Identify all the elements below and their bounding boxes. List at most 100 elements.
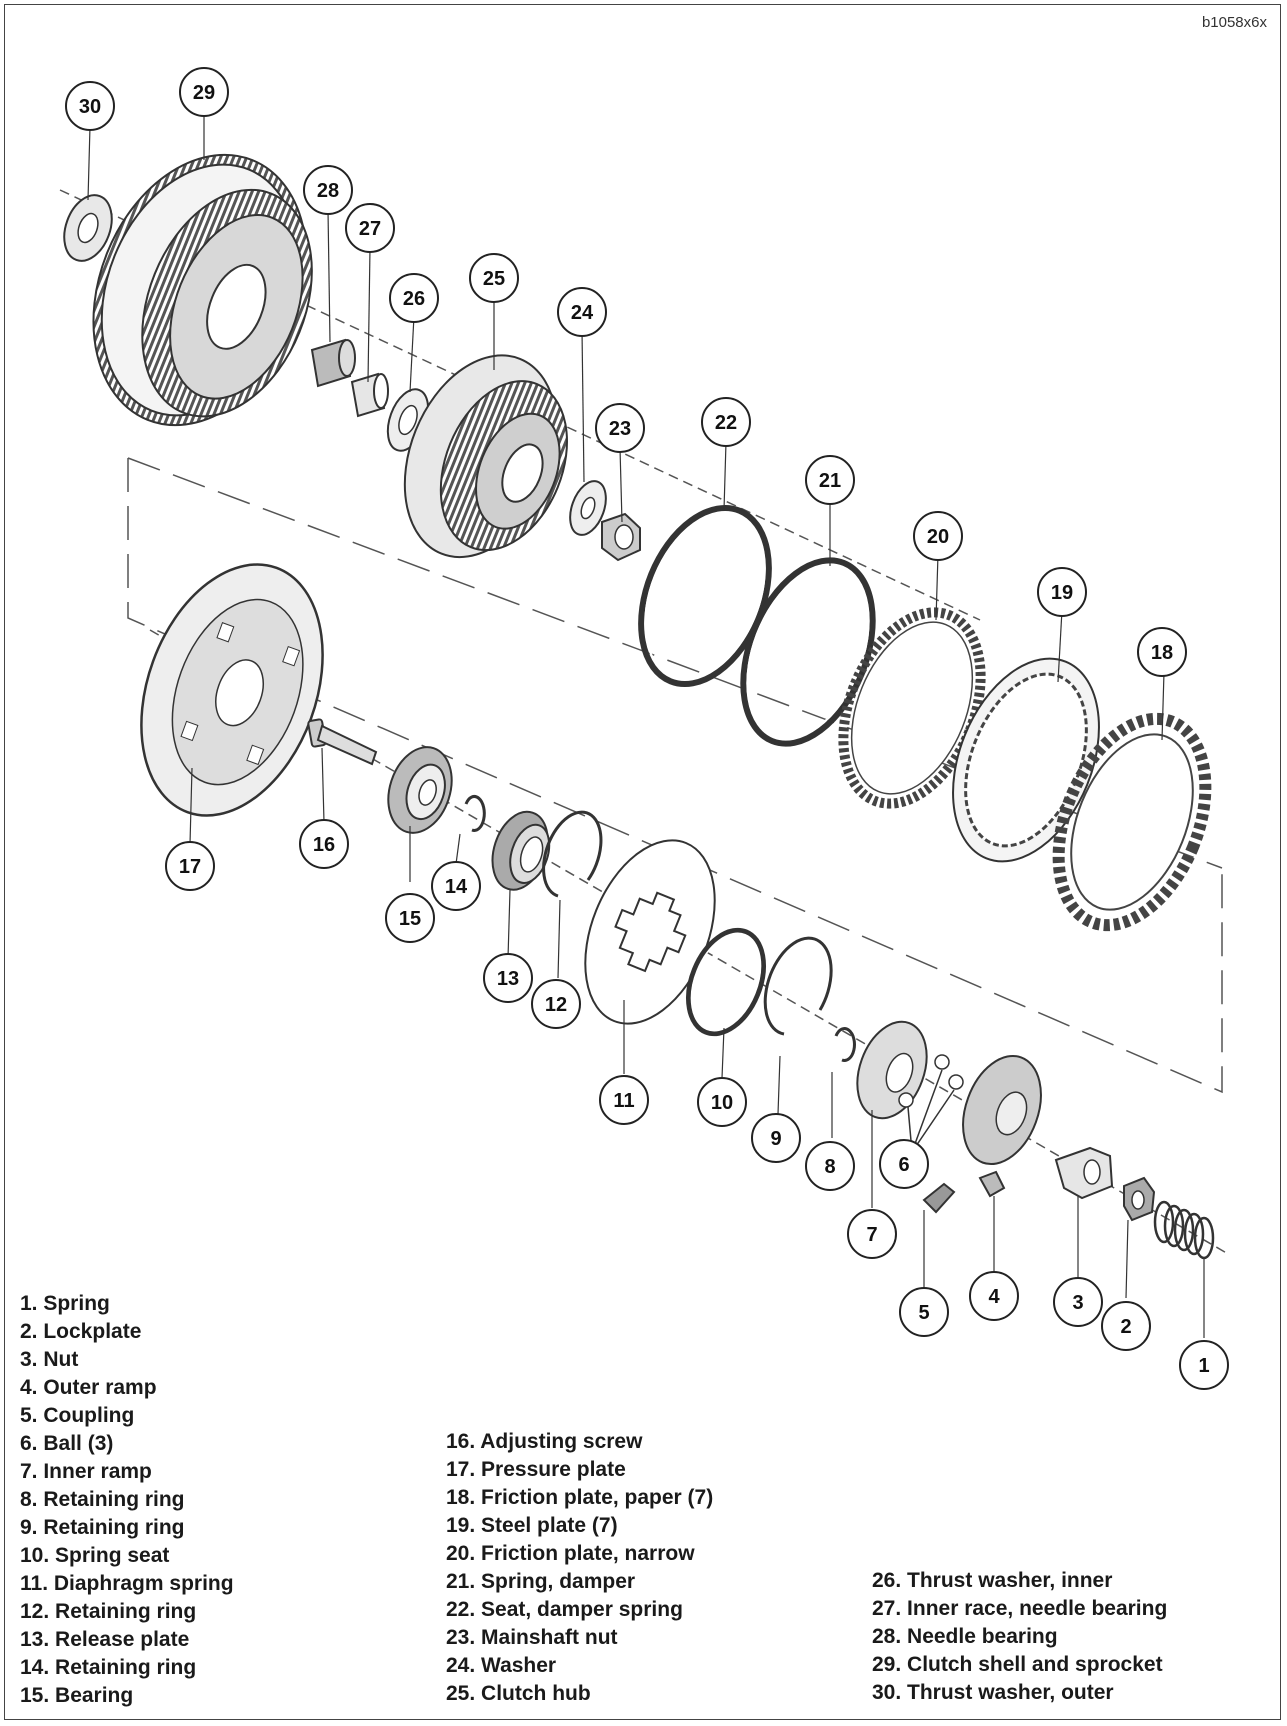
callout-number: 5 (918, 1302, 929, 1324)
part-inner-race (350, 372, 389, 418)
callout-4: 4 (969, 1271, 1019, 1321)
legend-column-3: 26. Thrust washer, inner 27. Inner race,… (872, 1567, 1167, 1707)
callout-number: 8 (824, 1156, 835, 1178)
legend-item: 6. Ball (3) (20, 1432, 114, 1455)
callout-23: 23 (595, 403, 645, 453)
part-needle-bearing (310, 338, 356, 388)
part-retaining-ring-9 (763, 936, 833, 1036)
legend-item: 24. Washer (446, 1654, 557, 1677)
legend-item: 18. Friction plate, paper (7) (446, 1486, 714, 1509)
legend-column-2: 16. Adjusting screw 17. Pressure plate 1… (446, 1428, 713, 1708)
part-retaining-ring-8 (834, 1027, 856, 1062)
callout-number: 28 (317, 180, 339, 202)
callout-number: 15 (399, 908, 421, 930)
legend-item: 14. Retaining ring (20, 1656, 197, 1679)
legend-item: 27. Inner race, needle bearing (872, 1597, 1168, 1620)
callout-30: 30 (65, 81, 115, 131)
part-pressure-plate (140, 563, 324, 817)
callout-number: 7 (866, 1224, 877, 1246)
legend-column-1: 1. Spring 2. Lockplate 3. Nut 4. Outer r… (20, 1290, 234, 1710)
part-coupling (922, 1182, 956, 1214)
callout-number: 23 (609, 418, 631, 440)
part-seat-damper-spring (638, 504, 772, 688)
legend-item: 26. Thrust washer, inner (872, 1569, 1113, 1592)
callout-leader-lines (87, 112, 1205, 1338)
legend-item: 28. Needle bearing (872, 1625, 1058, 1648)
legend-item: 5. Coupling (20, 1404, 135, 1427)
legend-item: 30. Thrust washer, outer (872, 1681, 1114, 1704)
legend-item: 25. Clutch hub (446, 1682, 591, 1705)
legend-item: 21. Spring, damper (446, 1570, 636, 1593)
callout-number: 21 (819, 470, 841, 492)
callout-13: 13 (483, 953, 533, 1003)
callout-10: 10 (697, 1077, 747, 1127)
legend-item: 10. Spring seat (20, 1544, 170, 1567)
callout-number: 29 (193, 82, 215, 104)
callout-1: 1 (1179, 1340, 1229, 1390)
part-adjusting-screw (307, 718, 378, 766)
callout-21: 21 (805, 455, 855, 505)
legend-item: 1. Spring (20, 1292, 110, 1315)
part-friction-plate-paper (1052, 712, 1212, 932)
part-spring-seat (686, 927, 766, 1037)
callout-number: 6 (898, 1154, 909, 1176)
legend-item: 9. Retaining ring (20, 1516, 185, 1539)
legend-item: 29. Clutch shell and sprocket (872, 1653, 1163, 1676)
callout-29: 29 (179, 67, 229, 117)
callout-22: 22 (701, 397, 751, 447)
part-inner-ramp (856, 1020, 928, 1120)
legend-item: 22. Seat, damper spring (446, 1598, 683, 1621)
legend-item: 16. Adjusting screw (446, 1430, 643, 1453)
part-clutch-shell-sprocket (92, 153, 313, 427)
legend-item: 4. Outer ramp (20, 1376, 157, 1399)
part-spring (1153, 1200, 1215, 1260)
callout-24: 24 (557, 287, 607, 337)
part-diaphragm-spring (584, 839, 716, 1025)
callout-number: 20 (927, 526, 949, 548)
callout-11: 11 (599, 1075, 649, 1125)
legend-item: 2. Lockplate (20, 1320, 142, 1343)
callout-number: 14 (445, 876, 468, 898)
figure-frame (4, 4, 1281, 1720)
part-spring-damper (740, 557, 876, 747)
part-outer-ramp (962, 1054, 1042, 1166)
callout-number: 17 (179, 856, 201, 878)
callout-number: 30 (79, 96, 101, 118)
part-clutch-hub (403, 354, 568, 559)
callout-number: 9 (770, 1128, 781, 1150)
legend-item: 13. Release plate (20, 1628, 190, 1651)
legend-item: 19. Steel plate (7) (446, 1514, 618, 1537)
callout-14: 14 (431, 861, 481, 911)
part-mainshaft-nut (601, 512, 641, 562)
callout-7: 7 (847, 1209, 897, 1259)
callout-number: 19 (1051, 582, 1073, 604)
callout-number: 18 (1151, 642, 1173, 664)
legend-item: 7. Inner ramp (20, 1460, 152, 1483)
part-release-plate (491, 810, 551, 891)
callout-6: 6 (879, 1139, 929, 1189)
callout-number: 12 (545, 994, 567, 1016)
callout-number: 16 (313, 834, 335, 856)
part-nut (1054, 1146, 1114, 1200)
callout-28: 28 (303, 165, 353, 215)
legend-item: 20. Friction plate, narrow (446, 1542, 695, 1565)
legend-item: 23. Mainshaft nut (446, 1626, 618, 1649)
callout-number: 10 (711, 1092, 733, 1114)
callout-18: 18 (1137, 627, 1187, 677)
callout-number: 2 (1120, 1316, 1131, 1338)
callout-12: 12 (531, 979, 581, 1029)
callout-number: 3 (1072, 1292, 1083, 1314)
callout-number: 26 (403, 288, 425, 310)
callout-25: 25 (469, 253, 519, 303)
legend-item: 11. Diaphragm spring (20, 1572, 234, 1595)
part-retaining-ring-12 (542, 810, 603, 898)
callout-9: 9 (751, 1113, 801, 1163)
callout-16: 16 (299, 819, 349, 869)
part-thrust-washer-outer (63, 194, 113, 262)
legend-item: 3. Nut (20, 1348, 79, 1371)
part-lockplate (1123, 1176, 1156, 1222)
part-bearing (387, 746, 453, 834)
legend-item: 17. Pressure plate (446, 1458, 626, 1481)
callout-20: 20 (913, 511, 963, 561)
callout-number: 4 (988, 1286, 1000, 1308)
